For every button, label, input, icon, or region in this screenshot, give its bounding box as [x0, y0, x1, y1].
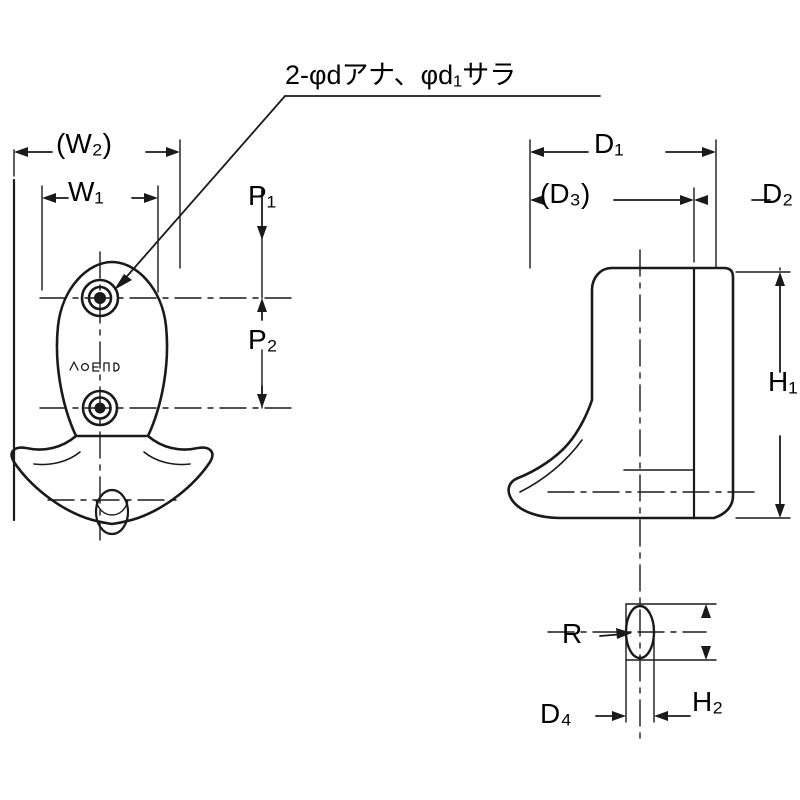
dimension-w2 [14, 147, 180, 157]
label-w2: (W₂) [56, 128, 112, 159]
dimension-d1 [530, 147, 716, 157]
dimension-d2 [694, 195, 771, 205]
side-hook-detail [519, 266, 696, 520]
label-p1: P₁ [248, 180, 277, 211]
front-hook-arms [10, 434, 214, 536]
label-d2: D₂ [762, 178, 794, 209]
plate-logo-mark [69, 361, 120, 372]
dimension-h2 [701, 604, 711, 660]
dimension-w1 [42, 193, 158, 203]
dimension-d4 [595, 711, 691, 721]
front-backplate-outline [55, 260, 169, 438]
label-d1: D₁ [594, 128, 624, 159]
front-centerlines [39, 251, 293, 541]
side-hook-outline [507, 266, 735, 520]
note-label: 2-φdアナ、φd₁サラ [285, 60, 517, 90]
front-extension-lines [13, 139, 263, 409]
dimension-h1 [775, 272, 785, 518]
dimension-p2 [257, 298, 267, 408]
dimension-p1 [257, 189, 267, 240]
label-p2: P₂ [248, 324, 278, 355]
label-h2: H₂ [692, 686, 724, 717]
label-w1: W₁ [68, 176, 104, 207]
label-r: R [562, 618, 583, 649]
label-d4: D₄ [540, 698, 572, 729]
dimension-r [599, 628, 632, 639]
note-leader-line [114, 95, 601, 290]
dimension-d3 [530, 195, 694, 205]
label-h1: H₁ [768, 366, 798, 397]
label-d3: (D₃) [540, 178, 591, 209]
